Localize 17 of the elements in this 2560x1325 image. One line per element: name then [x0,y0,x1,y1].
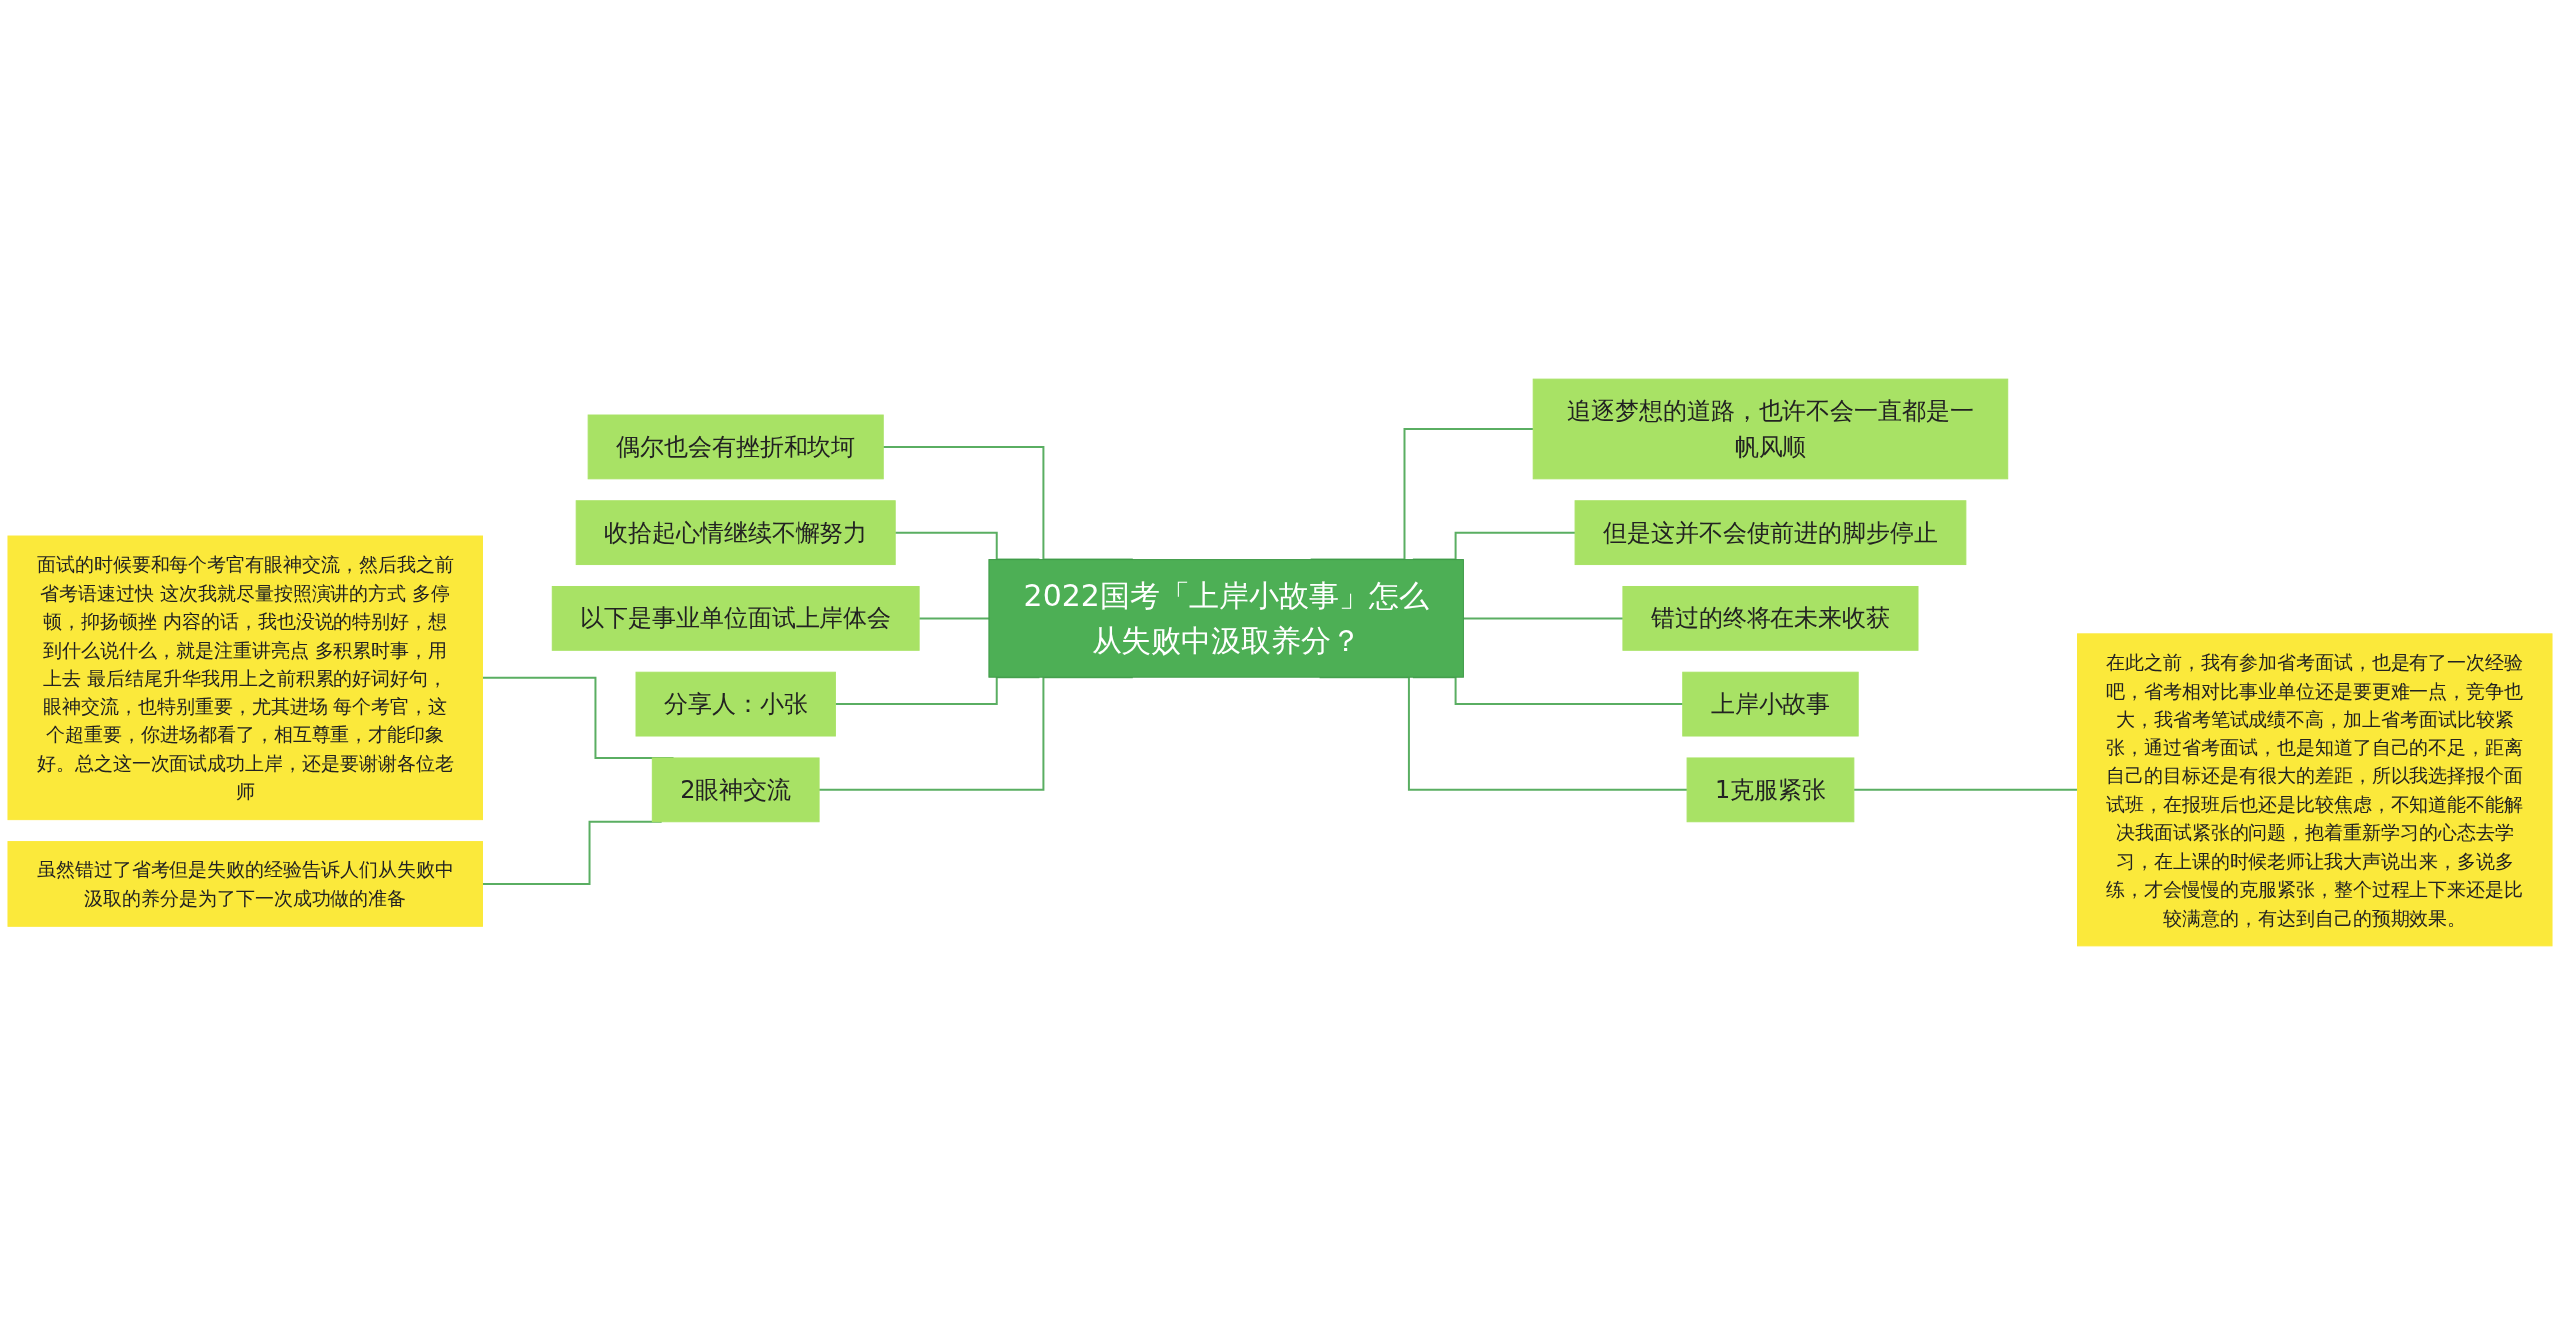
node-box: 虽然错过了省考但是失败的经验告诉人们从失败中汲取的养分是为了下一次成功做的准备 [7,841,483,927]
connector [918,617,990,620]
connector [1852,788,2079,791]
node-box: 错过的终将在未来收获 [1622,586,1919,651]
node-box: 追逐梦想的道路，也许不会一直都是一帆风顺 [1532,378,2009,480]
node-box: 在此之前，我有参加省考面试，也是有了一次经验吧，省考相对比事业单位还是要更难一点，竞争也大，我省考笔试成绩不高，加上省考面试比较紧张，通过省考面试，也是知道了自己的不足，距离自己的目标还是有很大的差距，所以我选择报个面试班，在报班后也还是比较焦虑，不知道能不能解决我面试紧张的问题，抱着重新学习的心态去学习，在上课的时候老师让我大声说出来，多说多练，才会慢慢的克服紧张，整个过程上下来还是比较满意的，有达到自己的预期效果。 [2077,633,2553,947]
node-box: 收拾起心情继续不懈努力 [575,500,896,566]
connector [1462,617,1624,620]
node-box: 2022国考「上岸小故事」怎么从失败中汲取养分？ [988,559,1464,678]
node-box: 以下是事业单位面试上岸体会 [551,586,920,651]
node-box: 2眼神交流 [651,757,820,823]
node-box: 偶尔也会有挫折和坎坷 [587,414,884,480]
node-box: 1克服紧张 [1686,757,1855,823]
node-box: 上岸小故事 [1682,671,1859,737]
node-box: 分享人：小张 [635,671,836,737]
node-box: 面试的时候要和每个考官有眼神交流，然后我之前省考语速过快 这次我就尽量按照演讲的方式 多停顿，抑扬顿挫 内容的话，我也没说的特别好，想到什么说什么，就是注重讲亮点 多积累时事，用上去 最后结尾升华我用上之前积累的好词好句，眼神交流，也特别重要，尤其进场 每个考官，这个超重要，你进场都看了，相互尊重，才能印象好。总之这一次面试成功上岸，还是要谢谢各位老师 [7,535,483,821]
node-box: 但是这并不会使前进的脚步停止 [1574,500,1967,566]
